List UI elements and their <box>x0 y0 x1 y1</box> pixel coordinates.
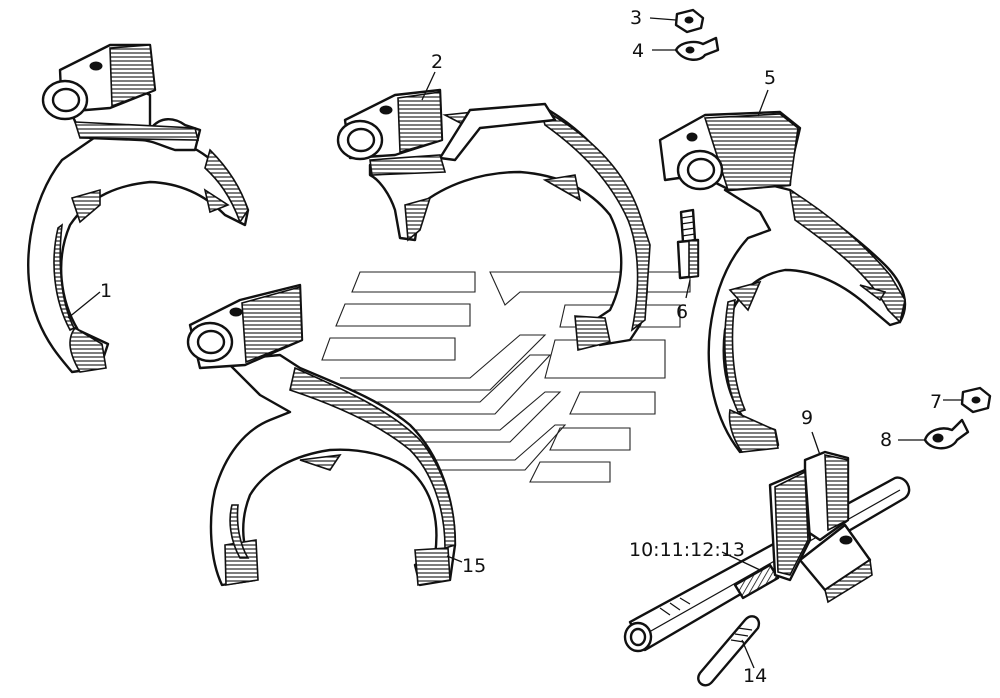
callout-3: 3 <box>630 7 642 29</box>
shift-fork-5 <box>658 110 907 454</box>
shift-fork-15 <box>186 283 457 587</box>
callout-5: 5 <box>764 67 776 89</box>
leader-lines <box>67 17 962 669</box>
callout-8: 8 <box>880 429 892 451</box>
nut-3 <box>674 8 705 34</box>
callout-4: 4 <box>632 40 644 62</box>
shift-fork-1 <box>27 43 250 374</box>
lock-washer-4 <box>674 36 720 61</box>
callout-2: 2 <box>431 51 443 73</box>
callout-9: 9 <box>801 407 813 429</box>
callout-1: 1 <box>100 280 112 302</box>
nut-7 <box>960 386 992 414</box>
callout-10-11-12-13: 10:11:12:13 <box>629 539 745 561</box>
pin-14 <box>697 615 761 687</box>
lock-washer-8 <box>923 418 970 450</box>
selector-block-9 <box>768 450 873 604</box>
callout-6: 6 <box>676 301 688 323</box>
callout-7: 7 <box>930 391 942 413</box>
set-screw-6 <box>676 208 700 280</box>
shift-fork-2 <box>336 88 651 352</box>
callout-labels: 1 2 3 4 5 6 7 8 9 10:11:12:13 14 15 <box>100 7 942 687</box>
callout-15: 15 <box>462 555 486 577</box>
callout-14: 14 <box>743 665 767 687</box>
